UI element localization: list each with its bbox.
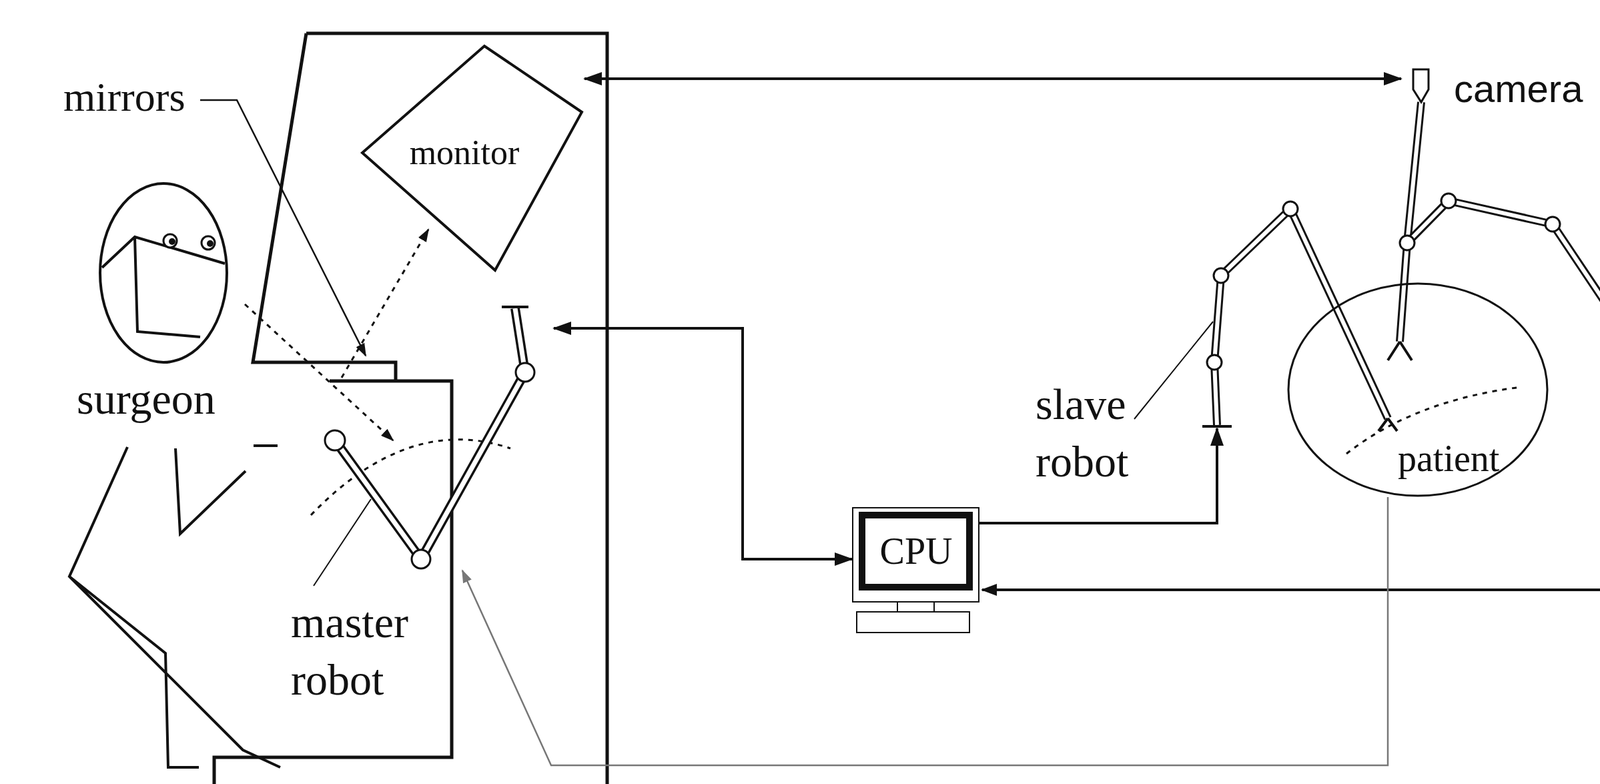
signal-arrow: [553, 328, 853, 560]
tool-ends: [501, 306, 1412, 432]
patient-label: patient: [1397, 437, 1500, 480]
camera-unit: camera: [1401, 61, 1596, 115]
leader-line: [1134, 321, 1214, 420]
sight-line: [244, 304, 393, 441]
monitor-label: monitor: [409, 132, 520, 173]
patient-ellipse: patient: [1287, 282, 1549, 498]
surgeon-label: surgeon: [76, 373, 216, 425]
master-robot-area: master robot: [325, 293, 554, 571]
surgeon-figure: [69, 183, 281, 768]
console-frame: [214, 33, 608, 784]
leader-line: [313, 499, 371, 586]
monitor-box: monitor: [360, 44, 585, 273]
surgeon-eyes: [163, 234, 215, 250]
camera-label: camera: [1453, 66, 1583, 112]
master-robot-label: master robot: [290, 593, 432, 709]
sight-line: [341, 229, 429, 378]
mirrors-label: mirrors: [63, 73, 186, 121]
cpu-label: CPU: [880, 529, 953, 573]
feedback-arrow: [462, 497, 1388, 766]
signal-arrow: [584, 77, 1402, 81]
signal-line: [982, 588, 1600, 592]
cpu-computer: CPU: [852, 507, 980, 634]
leader-line: [200, 100, 366, 356]
slave-robot-area: slave robot: [1197, 196, 1302, 429]
slave-robot-label: slave robot: [1035, 375, 1169, 491]
